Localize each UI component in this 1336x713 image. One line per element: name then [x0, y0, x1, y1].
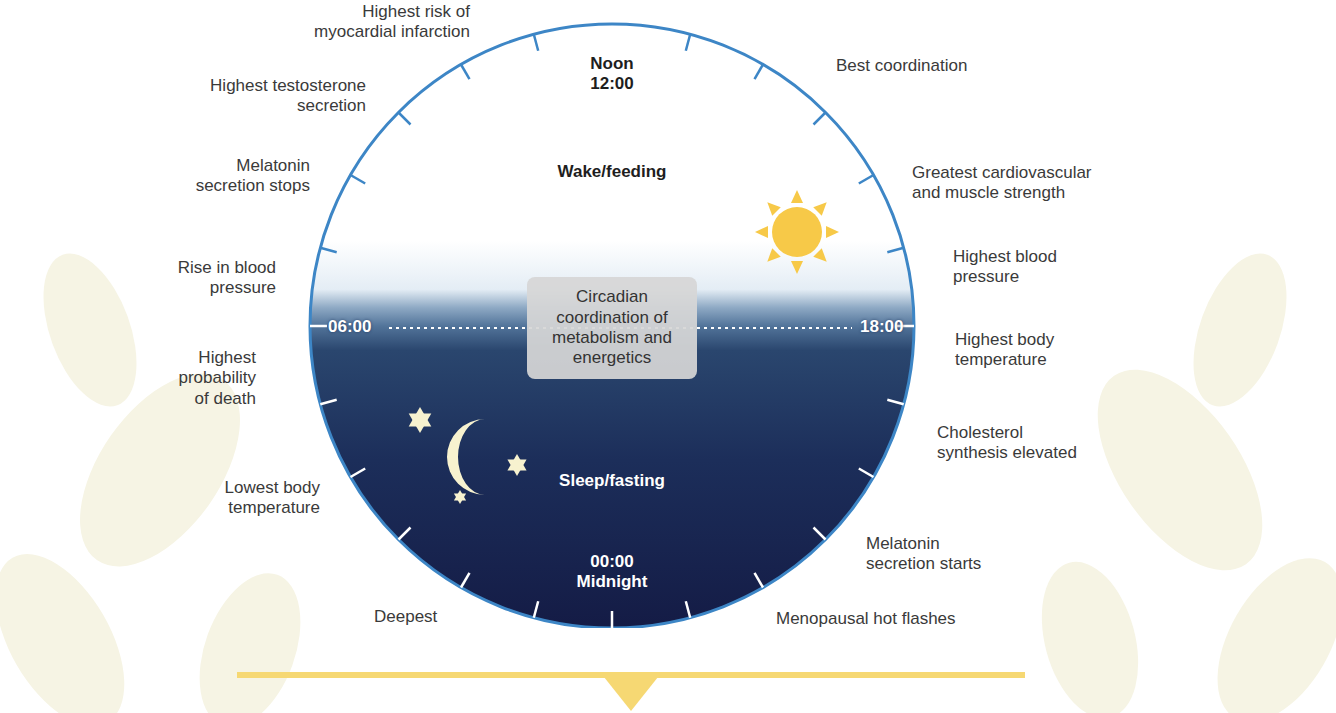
sun-ray — [813, 248, 831, 266]
tick-mark — [686, 34, 690, 50]
sun-ray — [791, 190, 803, 203]
down-triangle — [600, 672, 662, 711]
circle-label: Noon 12:00 — [581, 54, 643, 95]
event-label: Melatonin secretion stops — [180, 156, 310, 197]
sun-ray — [826, 226, 839, 238]
sun-ray — [763, 198, 781, 216]
star-icons — [409, 407, 527, 504]
clock-circle: Noon 12:00Wake/feeding 06:00 18:00Sleep/fa… — [307, 21, 917, 631]
tick-mark — [887, 400, 903, 404]
tick-mark — [351, 469, 366, 478]
tick-marks — [310, 34, 914, 628]
event-label: Menopausal hot flashes — [776, 609, 956, 629]
tick-mark — [534, 601, 538, 617]
tick-mark — [310, 325, 327, 328]
event-label: Lowest body temperature — [210, 478, 320, 519]
event-label: Deepest — [374, 607, 437, 627]
tick-mark — [399, 528, 411, 540]
tick-mark — [534, 34, 538, 50]
moon-icon — [447, 419, 485, 495]
circle-label: 06:00 — [328, 317, 388, 337]
tick-mark — [755, 65, 764, 80]
tick-mark — [320, 248, 336, 252]
clock-circle — [310, 24, 914, 628]
tick-mark — [399, 113, 411, 125]
event-label: Highest body temperature — [955, 330, 1080, 371]
event-label: Highest blood pressure — [953, 247, 1073, 288]
sun-ray — [813, 198, 831, 216]
circle-label: Sleep/fasting — [532, 471, 692, 491]
tick-mark — [859, 469, 874, 478]
sun-icon — [755, 190, 839, 274]
sun-ray — [763, 248, 781, 266]
box-text: Circadian coordination of metabolism and… — [552, 287, 672, 367]
tick-mark — [887, 248, 903, 252]
tick-mark — [859, 175, 874, 184]
tick-mark — [686, 601, 690, 617]
tick-mark — [351, 175, 366, 184]
circle-label: 18:00 — [860, 317, 920, 337]
sun-ray — [755, 226, 768, 238]
tick-mark — [814, 528, 826, 540]
tick-mark — [611, 611, 614, 628]
tick-mark — [814, 113, 826, 125]
event-label: Melatonin secretion starts — [866, 534, 1001, 575]
event-label: Highest risk of myocardial infarction — [285, 2, 470, 43]
event-label: Best coordination — [836, 56, 967, 76]
event-label: Greatest cardiovascular and muscle stren… — [912, 163, 1112, 204]
circle-label: 00:00 Midnight — [570, 552, 654, 593]
sun-ray — [791, 261, 803, 274]
event-label: Cholesterol synthesis elevated — [937, 423, 1090, 464]
event-label: Highest probability of death — [161, 348, 256, 409]
circle-label: Wake/feeding — [532, 162, 692, 182]
tick-mark — [461, 65, 470, 80]
event-label: Rise in blood pressure — [156, 258, 276, 299]
tick-mark — [755, 573, 764, 588]
center-box: Circadian coordination of metabolism and… — [527, 277, 697, 379]
tick-mark — [461, 573, 470, 588]
event-label: Highest testosterone secretion — [191, 76, 366, 117]
tick-mark — [320, 400, 336, 404]
